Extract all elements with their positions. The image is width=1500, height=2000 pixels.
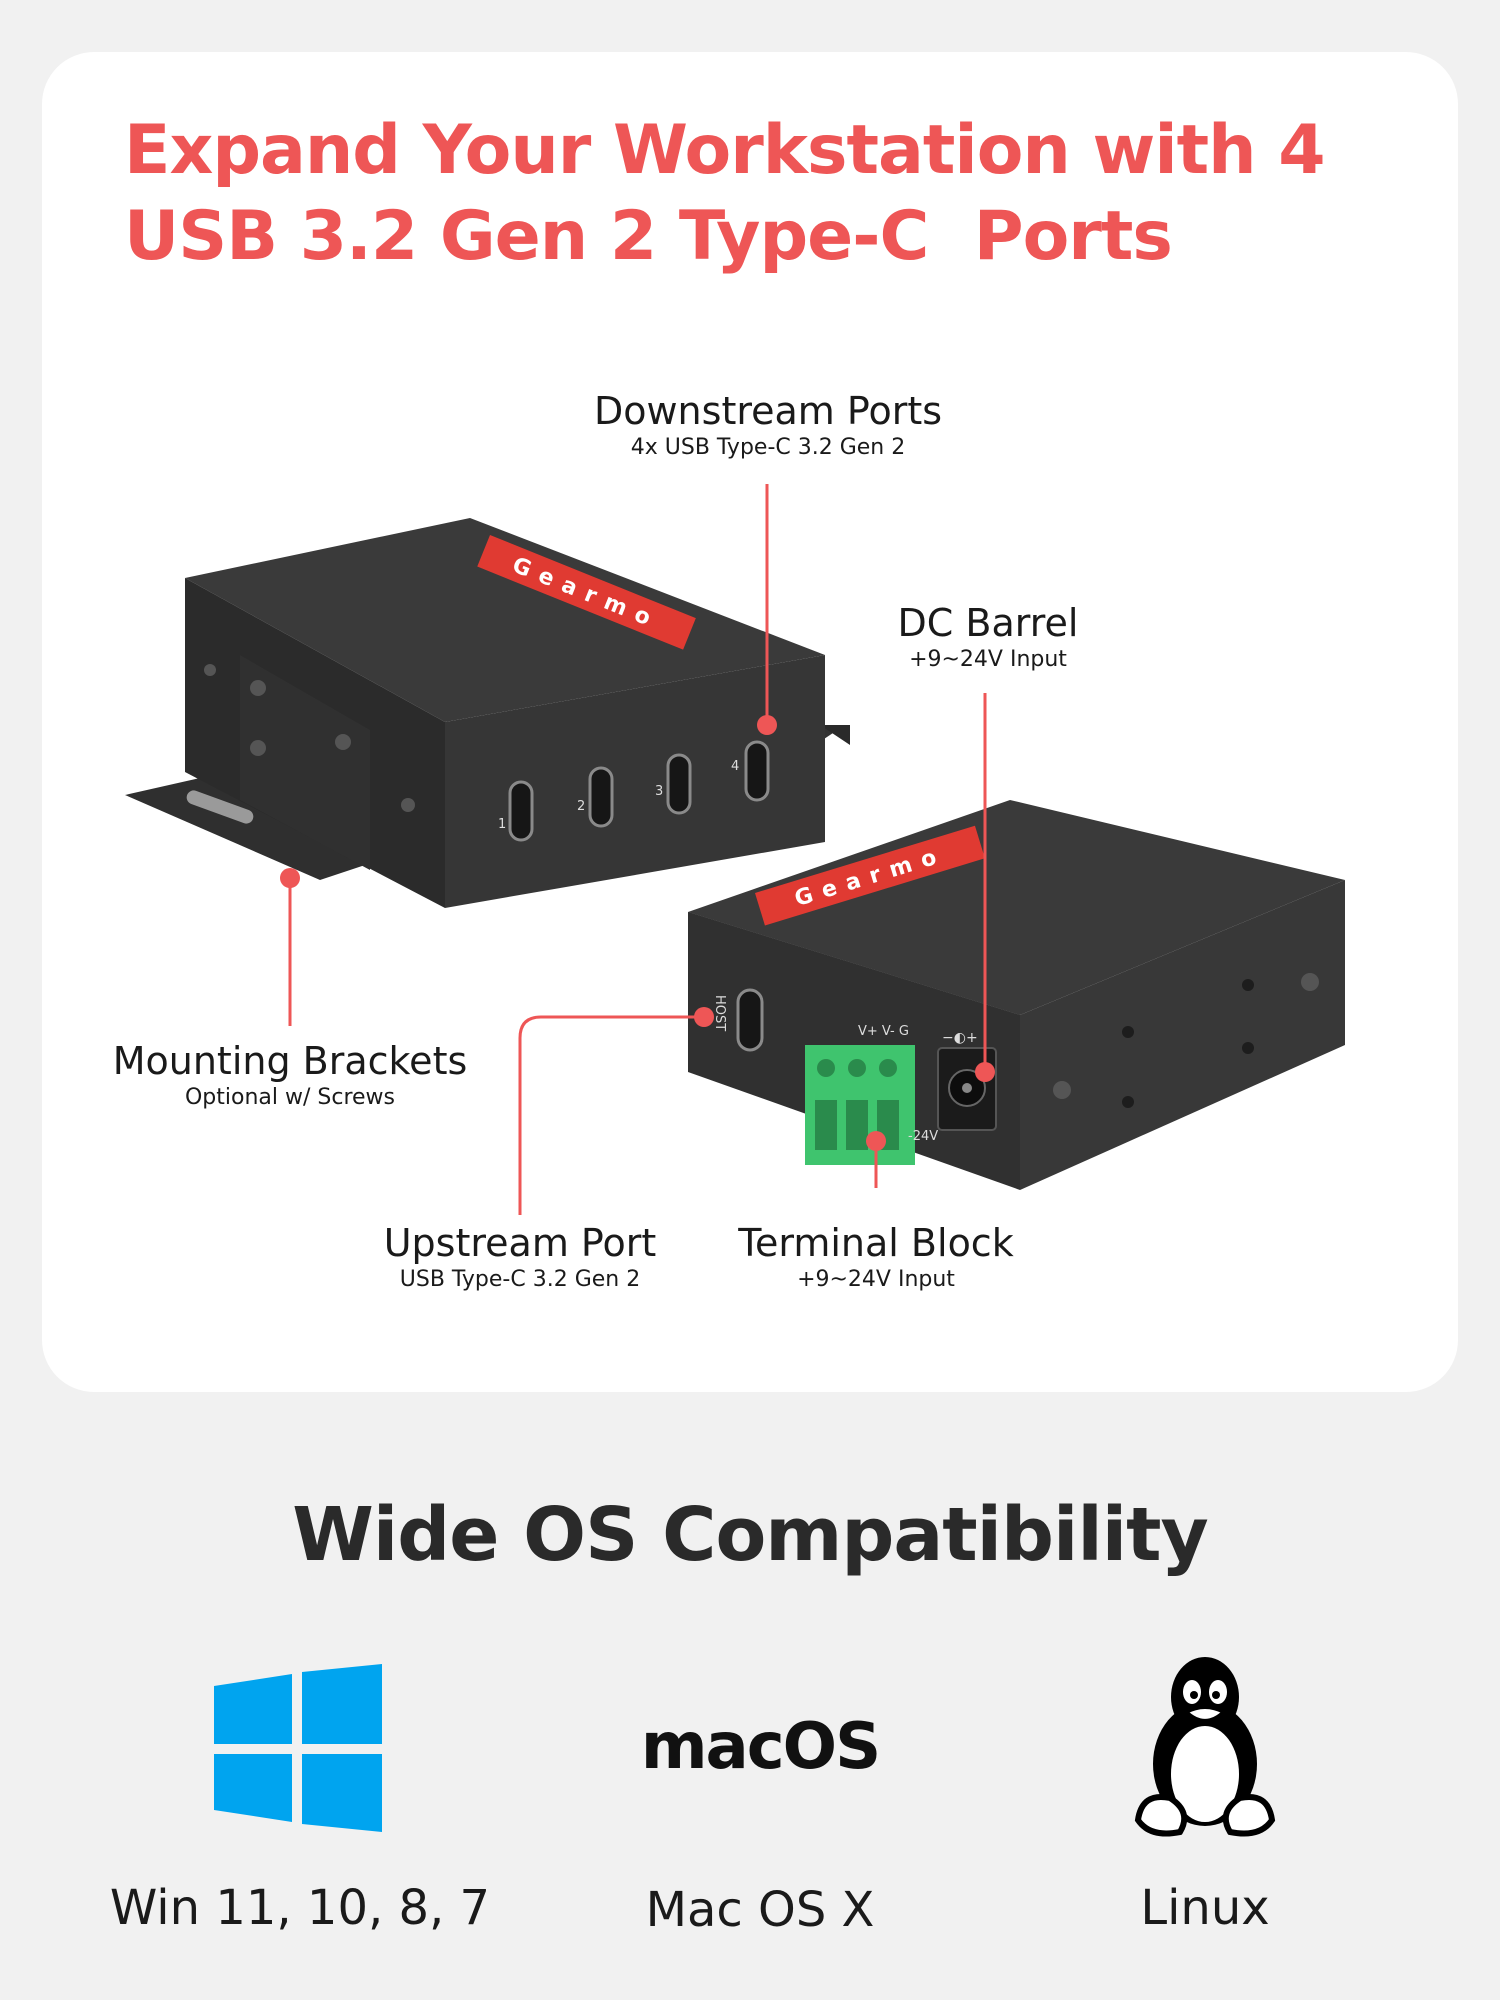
usb-c-port-4 — [744, 740, 770, 802]
callout-title: Downstream Ports — [593, 389, 943, 433]
hub-front-face — [445, 655, 825, 908]
callout-upstream-port: Upstream Port USB Type-C 3.2 Gen 2 — [340, 1220, 700, 1294]
headline-line-2: USB 3.2 Gen 2 Type-C Ports — [124, 197, 1173, 276]
callout-title: Terminal Block — [738, 1221, 1014, 1265]
dc-polarity-label: −◐+ — [942, 1030, 978, 1046]
callout-lines — [288, 484, 987, 1215]
callout-terminal-block: Terminal Block +9~24V Input — [706, 1220, 1046, 1294]
callout-subtitle: +9~24V Input — [797, 1267, 955, 1292]
callout-subtitle: USB Type-C 3.2 Gen 2 — [399, 1267, 641, 1292]
bracket-slot — [186, 790, 254, 824]
macos-wordmark: macOS — [640, 1710, 881, 1784]
headline-line-1: Expand Your Workstation with 4 — [124, 111, 1326, 190]
callout-subtitle: +9~24V Input — [909, 647, 1067, 672]
callout-title: Upstream Port — [383, 1221, 657, 1265]
linux-tux-icon — [1134, 1657, 1276, 1837]
hub-rear-top — [688, 800, 1345, 1015]
hub-front-view: 1 2 3 4 Gearmo — [125, 518, 850, 908]
port-number-2: 2 — [577, 799, 585, 814]
callout-title: DC Barrel — [897, 601, 1079, 645]
callout-subtitle: Optional w/ Screws — [184, 1085, 396, 1110]
usb-hub-diagram: 1 2 3 4 Gearmo HOST V+ V- G -24V — [125, 484, 1345, 1215]
os-label-macos: Mac OS X — [645, 1882, 875, 1938]
os-label-linux: Linux — [1140, 1880, 1270, 1936]
terminal-block — [805, 1045, 915, 1165]
usb-c-port-2 — [588, 766, 614, 828]
os-section-title: Wide OS Compatibility — [292, 1492, 1208, 1578]
upstream-usb-c-port — [736, 988, 764, 1052]
callout-downstream-ports: Downstream Ports 4x USB Type-C 3.2 Gen 2 — [568, 388, 968, 462]
usb-c-port-1 — [508, 780, 534, 842]
port-number-1: 1 — [498, 817, 506, 832]
os-label-windows: Win 11, 10, 8, 7 — [109, 1880, 491, 1936]
callout-line-upstream — [518, 1015, 702, 1215]
callout-dc-barrel: DC Barrel +9~24V Input — [828, 600, 1148, 674]
windows-logo-icon — [214, 1664, 382, 1832]
port-number-4: 4 — [731, 759, 739, 774]
port-number-3: 3 — [655, 784, 663, 799]
hub-rear-side — [1020, 880, 1345, 1190]
host-label: HOST — [712, 995, 727, 1031]
dc-barrel-jack — [937, 1047, 997, 1131]
callout-dots — [280, 715, 995, 1151]
callout-title: Mounting Brackets — [112, 1039, 468, 1083]
headline: Expand Your Workstation with 4 USB 3.2 G… — [124, 108, 1424, 280]
usb-c-port-3 — [666, 753, 692, 815]
callout-subtitle: 4x USB Type-C 3.2 Gen 2 — [630, 435, 906, 460]
callout-mounting-brackets: Mounting Brackets Optional w/ Screws — [90, 1038, 490, 1112]
terminal-pin-labels: V+ V- G — [858, 1024, 909, 1039]
hub-rear-view: HOST V+ V- G -24V −◐+ Gearmo — [688, 800, 1345, 1190]
terminal-voltage-label: -24V — [908, 1129, 938, 1144]
hub-front-top — [185, 518, 825, 722]
